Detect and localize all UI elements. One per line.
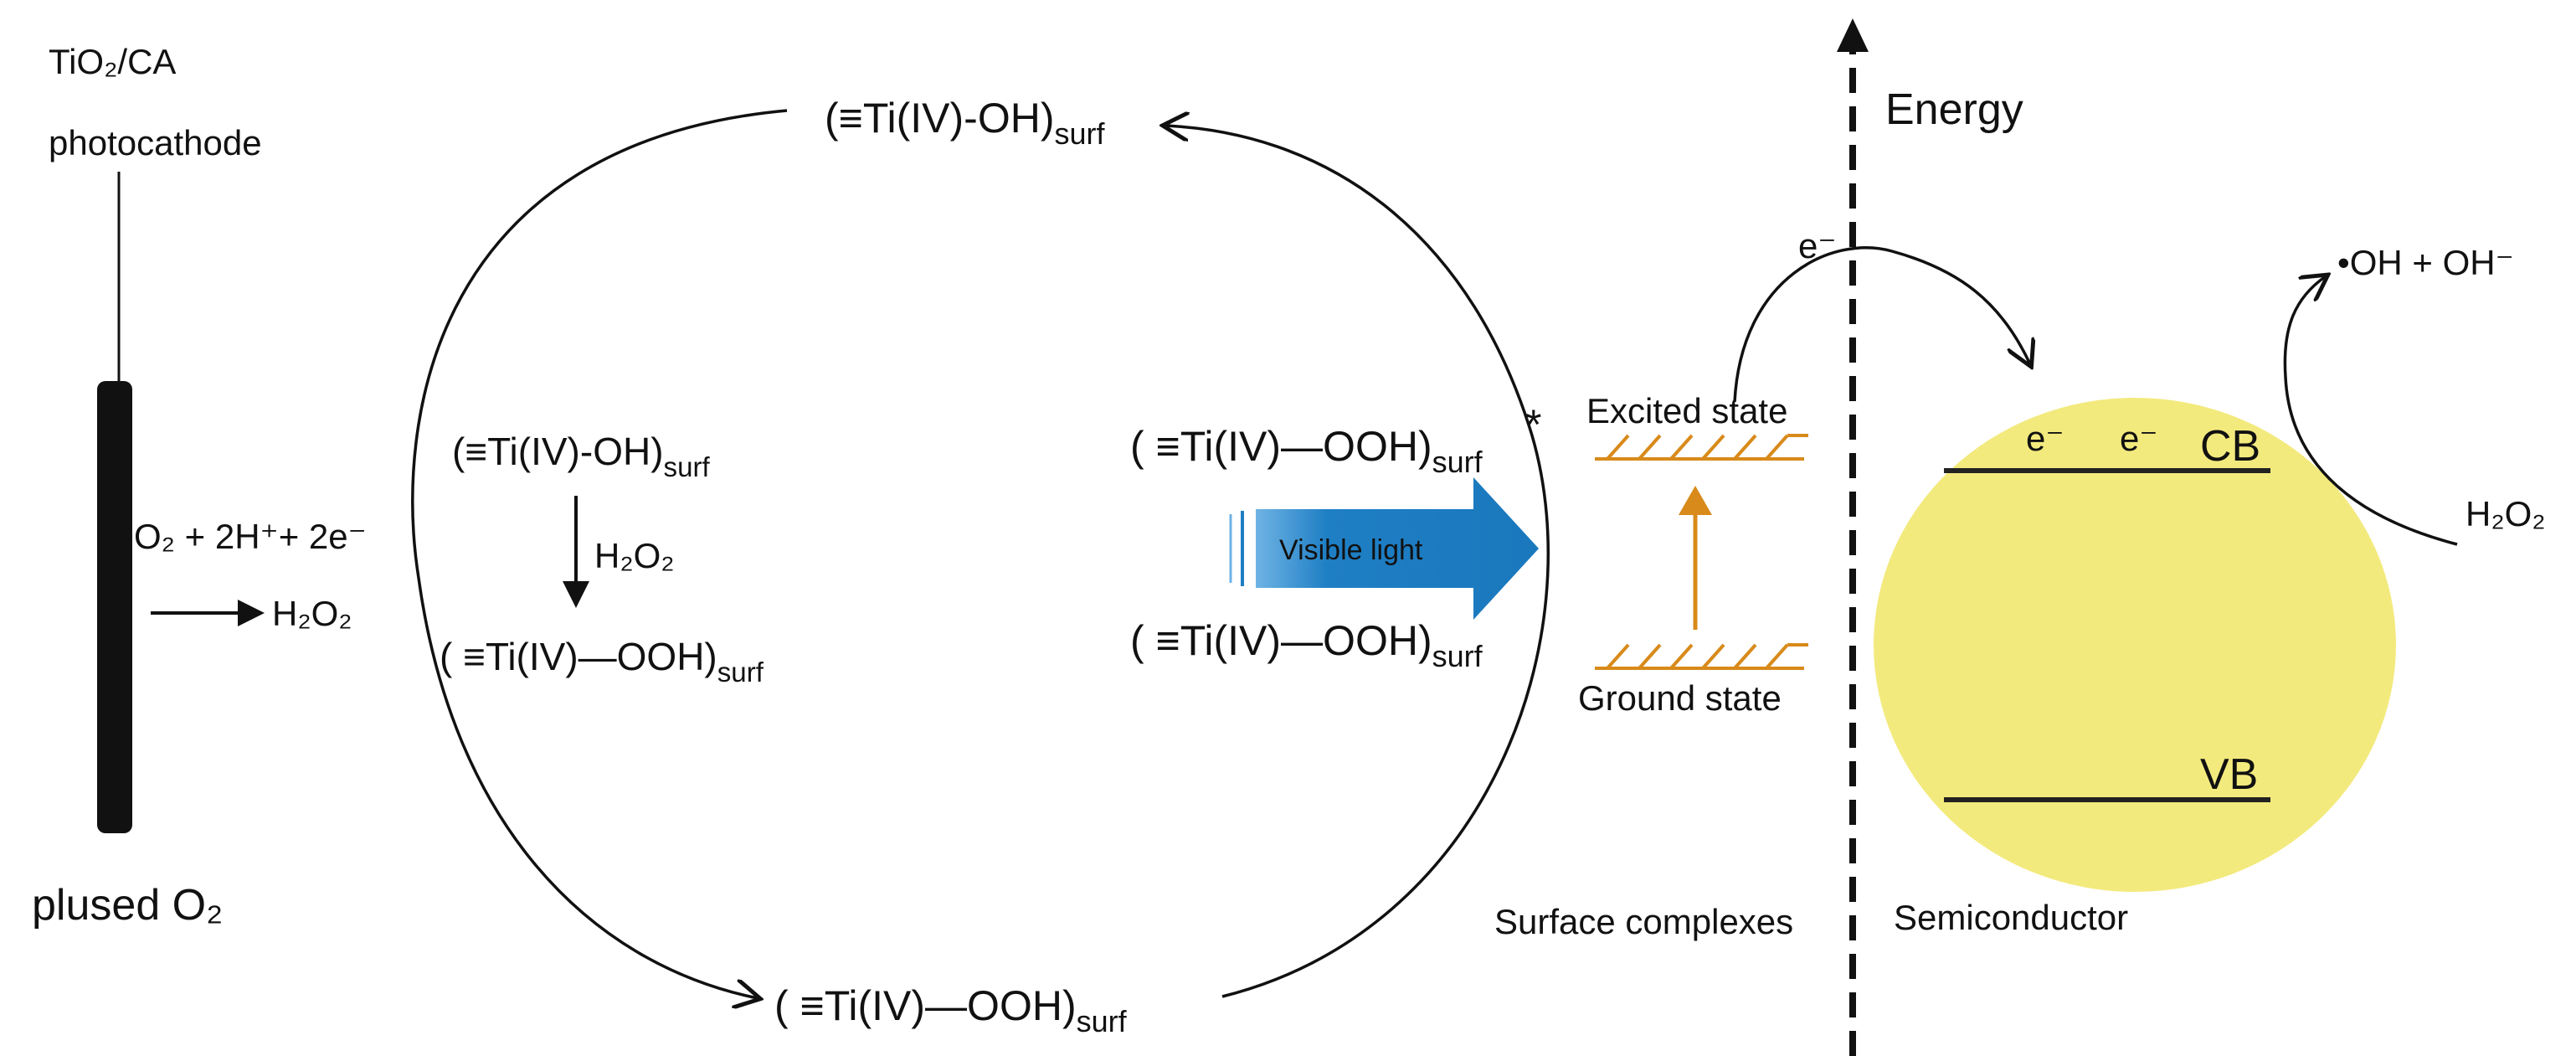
electrode-material-label: TiO₂/CA: [49, 42, 176, 81]
cb-label: CB: [2200, 422, 2260, 471]
electrode-rod: [97, 381, 132, 833]
visible-light-arrow: Visible light: [1229, 477, 1539, 620]
inner-bottom-species: ( ≡Ti(IV)—OOH)surf: [440, 635, 764, 688]
electrode-role-label: photocathode: [49, 123, 262, 162]
surface-complexes-label: Surface complexes: [1494, 902, 1793, 941]
h2o2-reduction-arrow: [2283, 276, 2458, 546]
ground-state-label: Ground state: [1578, 678, 1782, 718]
catalytic-cycle: (≡Ti(IV)-OH)surf ( ≡Ti(IV)—OOH)surf (≡Ti…: [411, 95, 1550, 1038]
semiconductor-label: Semiconductor: [1894, 898, 2128, 937]
semiconductor: CB VB e⁻ e⁻ Semiconductor H₂O₂ •OH + OH⁻: [1874, 243, 2546, 937]
cycle-top-species: (≡Ti(IV)-OH)surf: [825, 95, 1105, 151]
ground-state-level: [1595, 643, 1808, 670]
cycle-left-arc: [411, 109, 788, 998]
energy-axis-label: Energy: [1885, 85, 2023, 134]
visible-light-label: Visible light: [1279, 534, 1423, 566]
energy-axis-arrowhead: [1837, 18, 1869, 52]
h2o2-reactant-label: H₂O₂: [2465, 494, 2546, 533]
electrode-reaction-lhs: O₂ + 2H⁺+ 2e⁻: [134, 517, 367, 556]
inner-top-species: (≡Ti(IV)-OH)surf: [452, 430, 711, 483]
excited-marker: *: [1525, 401, 1541, 448]
electron-injection-arrow: [1733, 246, 2030, 403]
inner-reagent: H₂O₂: [594, 536, 675, 575]
excited-state-level: [1595, 434, 1808, 461]
ground-complex-species: ( ≡Ti(IV)—OOH)surf: [1130, 617, 1483, 673]
excited-state-label: Excited state: [1586, 391, 1787, 430]
photocathode: TiO₂/CA photocathode O₂ + 2H⁺+ 2e⁻ H₂O₂ …: [32, 42, 367, 930]
cb-electron-2: e⁻: [2120, 419, 2158, 458]
vb-label: VB: [2200, 750, 2258, 799]
electrode-reaction-rhs: H₂O₂: [272, 594, 352, 633]
energy-axis: Energy e⁻: [1733, 18, 2030, 1056]
surface-complexes: ( ≡Ti(IV)—OOH)surf * ( ≡Ti(IV)—OOH)surf …: [1130, 391, 1808, 941]
pulsed-o2-label: plused O₂: [32, 881, 223, 930]
cycle-bottom-species: ( ≡Ti(IV)—OOH)surf: [774, 982, 1128, 1038]
semiconductor-particle: [1874, 398, 2396, 892]
excited-complex-species: ( ≡Ti(IV)—OOH)surf: [1130, 423, 1483, 479]
cycle-right-arc: [1165, 126, 1550, 998]
hydroxyl-products-label: •OH + OH⁻: [2337, 243, 2514, 282]
cb-electron-1: e⁻: [2026, 419, 2064, 458]
